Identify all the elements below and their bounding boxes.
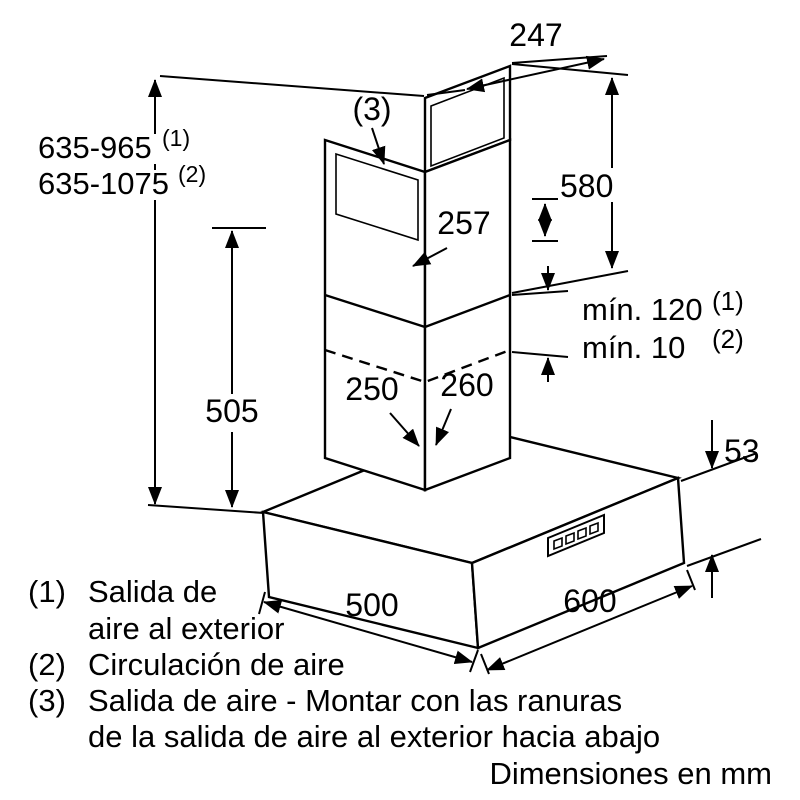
control-panel-button <box>589 521 599 536</box>
legend-item1-line2: aire al exterior <box>88 611 284 646</box>
vent-slots-front-band <box>335 152 419 242</box>
control-panel <box>547 513 605 558</box>
control-panel-button <box>565 531 575 546</box>
vent-callout: (3) <box>352 91 392 165</box>
dim-580-label: 580 <box>560 168 613 204</box>
dim-chimney-section: 250 260 <box>345 367 494 447</box>
label-backdrop <box>34 170 228 200</box>
dim-53-label: 53 <box>724 433 760 469</box>
legend-item1-num: (1) <box>28 574 66 609</box>
dim-hood-thickness: 53 <box>680 420 762 598</box>
leader-arrow <box>371 127 386 165</box>
extension-line <box>680 452 758 482</box>
dim-247-label: 247 <box>509 17 562 53</box>
extension-line <box>426 89 466 96</box>
units-note: Dimensiones en mm <box>489 756 772 791</box>
dim-total-height: 635-965 (1) 635-1075 (2) <box>34 75 425 514</box>
extension-line <box>147 504 265 514</box>
chimney-right-face <box>423 138 512 492</box>
extension-line <box>469 649 479 673</box>
control-panel-button <box>553 536 563 551</box>
extension-line <box>511 290 569 296</box>
dim-hood-width: 600 <box>480 569 696 675</box>
label-backdrop <box>34 134 212 164</box>
dim-height-range-1-label: 635-965 <box>38 130 152 165</box>
chimney <box>323 64 512 492</box>
dim-lower-section: 505 <box>202 227 266 508</box>
legend: (1) Salida de aire al exterior (2) Circu… <box>28 574 660 754</box>
min-clearance-1-ref: (1) <box>712 286 744 316</box>
dim-min-clearance: mín. 120 (1) mín. 10 (2) <box>511 266 744 382</box>
min-clearance-2-label: mín. 10 <box>582 330 685 365</box>
control-panel-button <box>577 526 587 541</box>
label-backdrop <box>202 394 264 432</box>
extension-line <box>159 75 425 97</box>
leader-arrow <box>412 247 448 267</box>
min-clearance-1-label: mín. 120 <box>582 292 703 327</box>
chimney-overlap-dashed-line <box>324 348 511 384</box>
label-backdrop <box>556 168 630 202</box>
dimension-line <box>263 599 473 665</box>
legend-item3-line1: Salida de aire - Montar con las ranuras <box>88 683 622 718</box>
extension-line <box>480 653 490 675</box>
dim-600-label: 600 <box>563 583 616 619</box>
extension-line <box>511 270 629 294</box>
legend-item2-line1: Circulación de aire <box>88 647 345 682</box>
chimney-junction-line <box>324 293 511 329</box>
dimension-line <box>466 55 605 93</box>
dim-height-range-2-ref: (2) <box>178 161 206 187</box>
min-clearance-2-ref: (2) <box>712 324 744 354</box>
extension-line <box>511 351 569 358</box>
legend-item3-line2: de la salida de aire al exterior hacia a… <box>88 719 660 754</box>
dim-500-label: 500 <box>345 587 398 623</box>
dim-top-depth: 257 <box>412 198 558 267</box>
dim-height-range-2-label: 635-1075 <box>38 166 169 201</box>
dim-height-range-1-ref: (1) <box>162 125 190 151</box>
dim-hood-depth: 500 <box>258 587 479 673</box>
leader-arrow <box>435 408 452 446</box>
dim-505-label: 505 <box>205 393 258 429</box>
control-panel-frame <box>547 513 605 558</box>
legend-item2-num: (2) <box>28 647 66 682</box>
leader-arrow <box>389 412 420 447</box>
dim-250-label: 250 <box>345 371 398 407</box>
vent-ref-label: (3) <box>352 91 391 127</box>
extension-line <box>686 569 696 591</box>
dim-257-label: 257 <box>437 205 490 241</box>
extension-line <box>686 538 762 567</box>
legend-item1-line1: Salida de <box>88 574 217 609</box>
dim-top-width: 247 <box>426 17 608 96</box>
dim-260-label: 260 <box>440 367 493 403</box>
dimension-line <box>486 585 693 671</box>
extension-line <box>258 591 266 615</box>
dim-upper-section: 580 <box>511 63 630 294</box>
legend-item3-num: (3) <box>28 683 66 718</box>
chimney-left-face <box>323 138 427 492</box>
